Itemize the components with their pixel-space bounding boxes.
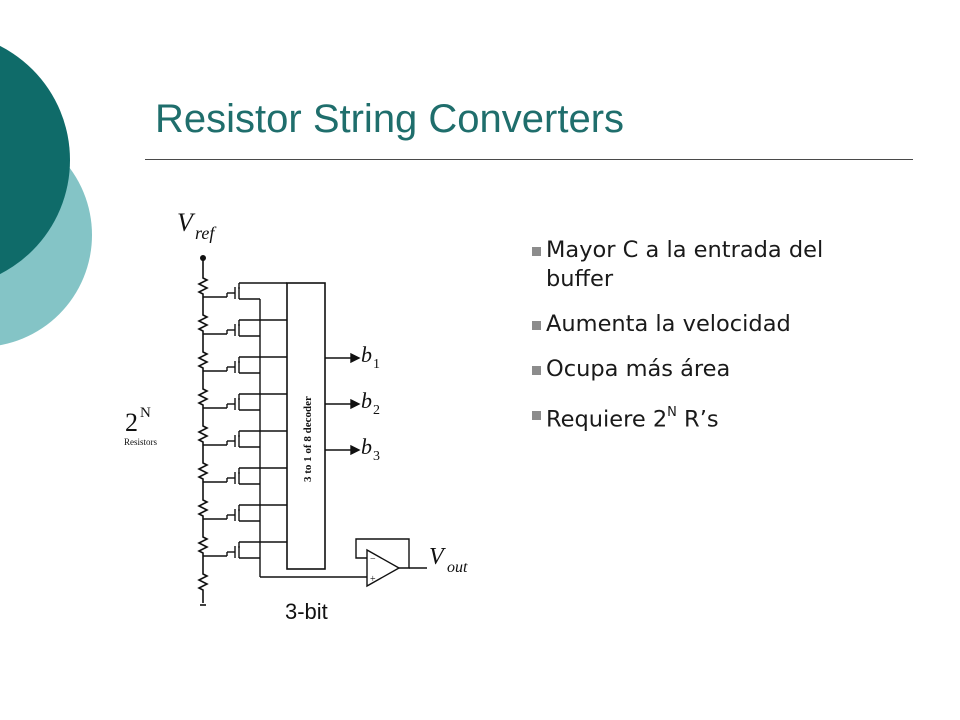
resistor <box>197 349 209 371</box>
bullet-list: Mayor C a la entrada del buffer Aumenta … <box>532 236 892 451</box>
resistor-count-label: 2 N Resistors <box>124 405 158 447</box>
switch-transistor <box>203 504 287 522</box>
output-b2-label: b 2 <box>361 388 380 418</box>
resistor <box>197 275 209 297</box>
svg-text:ref: ref <box>195 223 217 243</box>
bits-label: 3-bit <box>285 599 328 624</box>
slide-title: Resistor String Converters <box>155 97 625 141</box>
output-buffer-opamp <box>260 538 427 588</box>
svg-text:1: 1 <box>373 357 380 372</box>
decoder-block <box>286 282 326 570</box>
opamp-minus-sign: − <box>370 554 376 565</box>
switch-transistor <box>203 282 287 300</box>
svg-text:b: b <box>361 388 372 413</box>
switch-transistor <box>203 319 287 337</box>
output-b3-label: b 3 <box>361 434 380 464</box>
resistor <box>197 460 209 482</box>
output-b1-label: b 1 <box>361 342 380 372</box>
vref-label: V ref <box>177 208 217 243</box>
switch-transistor <box>203 356 287 374</box>
switch-transistor <box>203 467 287 485</box>
bullet-square-icon <box>532 247 541 256</box>
bullet-square-icon <box>532 411 541 420</box>
decoder-outputs <box>325 352 361 456</box>
resistor <box>197 386 209 408</box>
resistor <box>197 534 209 556</box>
svg-text:2: 2 <box>373 403 380 418</box>
svg-text:N: N <box>140 405 151 421</box>
decorative-circles <box>0 45 92 346</box>
vout-label: V out <box>429 544 468 576</box>
bullet-item: Aumenta la velocidad <box>532 310 892 339</box>
svg-text:V: V <box>429 544 446 570</box>
svg-text:2: 2 <box>125 408 138 437</box>
svg-text:out: out <box>447 559 468 576</box>
bullet-item: Requiere 2N R’s <box>532 400 892 435</box>
resistor <box>197 571 209 593</box>
svg-text:b: b <box>361 434 372 459</box>
svg-text:Resistors: Resistors <box>124 437 158 447</box>
opamp-plus-sign: + <box>370 574 376 585</box>
resistor <box>197 497 209 519</box>
switch-transistor <box>203 430 287 448</box>
resistor <box>197 423 209 445</box>
vref-node <box>200 255 206 261</box>
switch-array <box>203 282 287 577</box>
decoder-label: 3 to 1 of 8 decoder <box>302 396 314 482</box>
resistor-string-diagram: V ref 2 N Resistors 3 to 1 of 8 decoder … <box>124 208 468 624</box>
switch-transistor <box>203 541 287 559</box>
title-divider <box>145 159 913 160</box>
bullet-item: Mayor C a la entrada del buffer <box>532 236 892 294</box>
bullet-item: Ocupa más área <box>532 355 892 384</box>
bullet-square-icon <box>532 366 541 375</box>
resistor <box>197 312 209 334</box>
bullet-square-icon <box>532 321 541 330</box>
switch-transistor <box>203 393 287 411</box>
svg-text:3: 3 <box>373 449 380 464</box>
dark-circle <box>0 45 70 275</box>
svg-text:b: b <box>361 342 372 367</box>
resistor-string <box>197 260 209 606</box>
svg-text:V: V <box>177 208 196 237</box>
